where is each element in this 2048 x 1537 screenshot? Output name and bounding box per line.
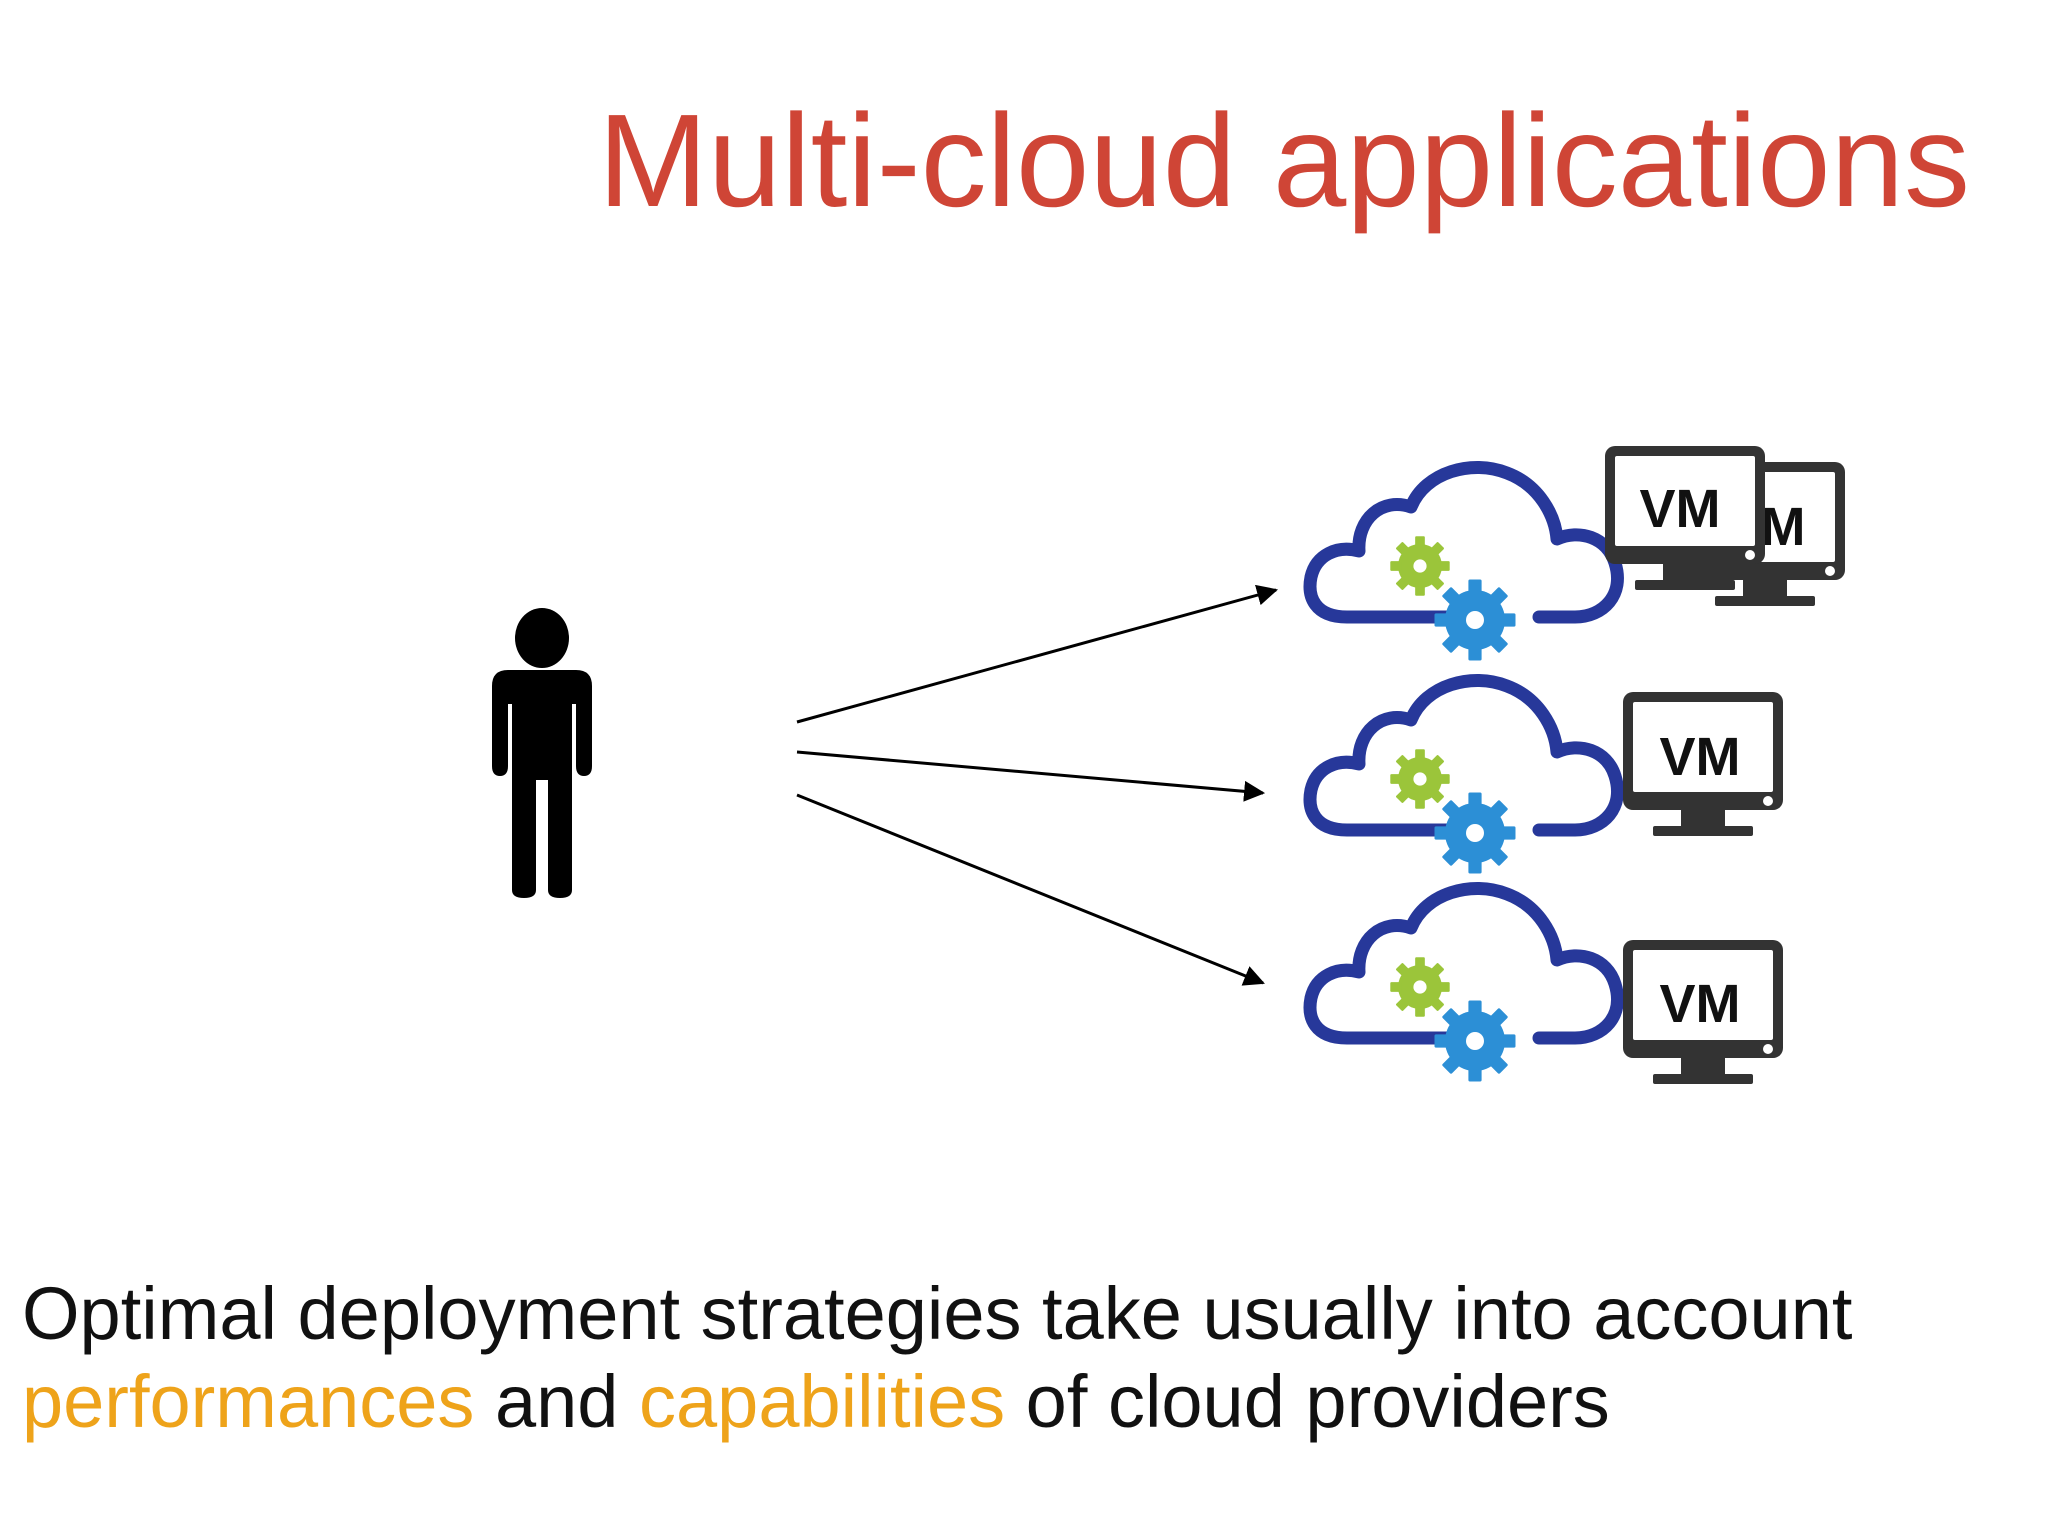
highlight-performances: performances (22, 1360, 475, 1443)
user-icon (492, 608, 592, 898)
caption-line-2: performances and capabilities of cloud p… (22, 1358, 2022, 1446)
vm-label: VM (1640, 479, 1721, 539)
caption-connector: and (474, 1360, 640, 1443)
monitor-icon: VM (1623, 692, 1783, 836)
arrow-to-cloud-3 (796, 793, 1265, 986)
caption-line-1: Optimal deployment strategies take usual… (22, 1272, 1853, 1355)
caption-tail: of cloud providers (1005, 1360, 1610, 1443)
cloud-icon (1310, 467, 1617, 660)
vm-label: VM (1660, 727, 1741, 787)
cloud-icon (1310, 888, 1617, 1081)
monitor-icon: VM (1605, 446, 1765, 590)
cloud-icon (1310, 680, 1617, 873)
arrow-to-cloud-1 (796, 584, 1279, 724)
monitor-icon: VM (1623, 940, 1783, 1084)
caption: Optimal deployment strategies take usual… (22, 1270, 2022, 1446)
arrow-to-cloud-2 (796, 750, 1266, 802)
highlight-capabilities: capabilities (639, 1360, 1006, 1443)
slide-title: Multi-cloud applications (597, 87, 1970, 234)
vm-label: VM (1660, 974, 1741, 1034)
